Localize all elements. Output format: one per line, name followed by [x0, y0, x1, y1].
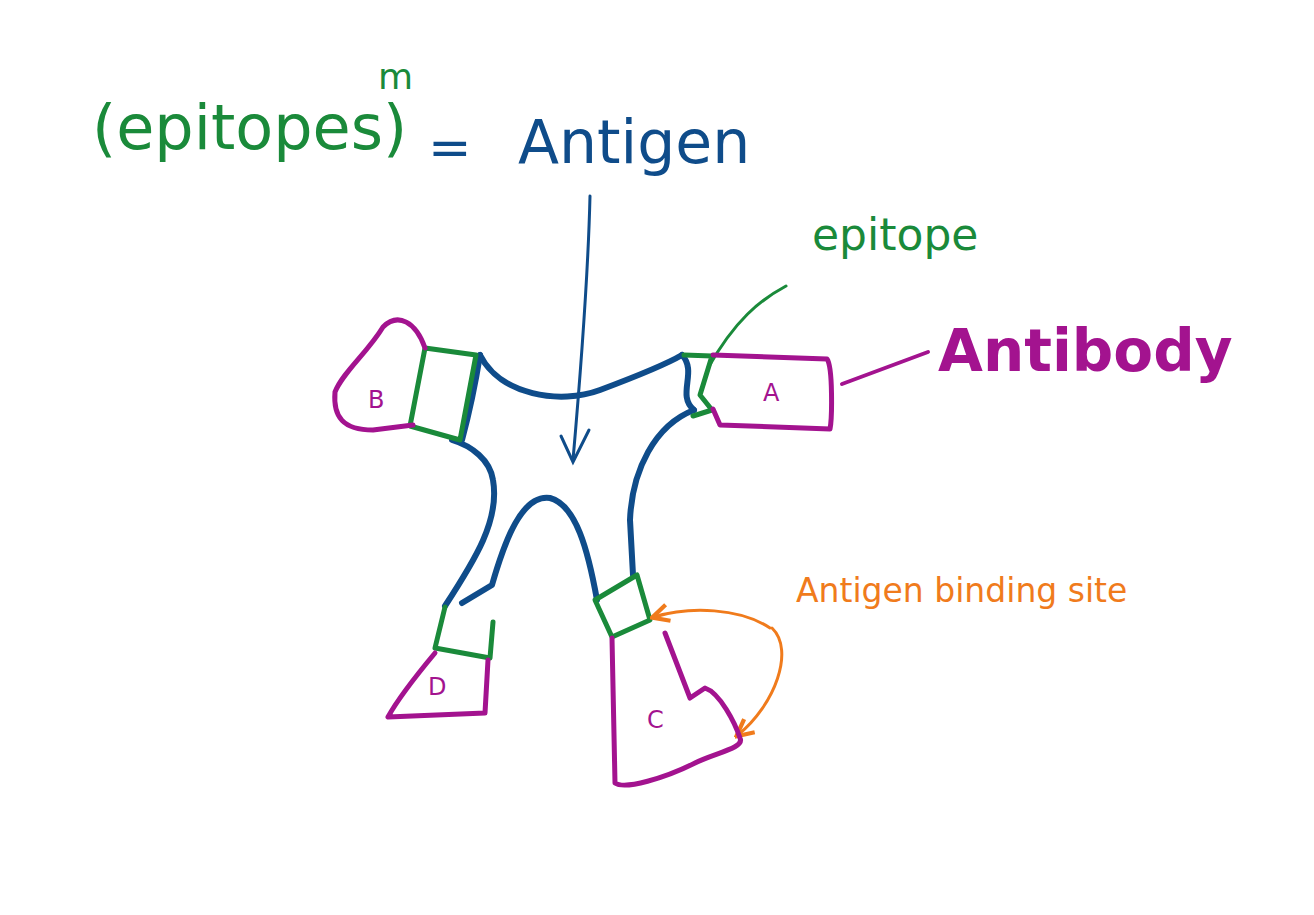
formula-exponent: m	[378, 56, 413, 97]
antibody-outline	[328, 312, 478, 437]
antibody-stroke	[388, 653, 488, 717]
antibody-leader	[842, 352, 928, 384]
antibody-shape: A	[705, 345, 840, 437]
antibody-outline	[605, 628, 753, 798]
antibody-label: Antibody	[938, 318, 1232, 385]
antigen-label: Antigen	[518, 108, 750, 177]
antibody-shape: B	[328, 312, 478, 437]
formula-equals: =	[428, 118, 472, 178]
antibody-letter: A	[763, 381, 779, 405]
antigen-body	[445, 355, 694, 606]
antibody-stroke	[713, 355, 832, 429]
epitope-label: epitope	[812, 210, 978, 261]
antibody-stroke	[612, 633, 741, 785]
antibody-letter: B	[368, 388, 384, 412]
antibody-stroke	[335, 320, 425, 430]
epitope-band	[410, 348, 712, 658]
antibody-shape: D	[380, 645, 498, 725]
binding-site-label: Antigen binding site	[796, 572, 1127, 610]
antibody-letter: C	[647, 708, 664, 732]
antibody-letter: D	[428, 675, 446, 699]
binding-site-leader	[654, 610, 782, 735]
formula-text: (epitopes)	[92, 92, 407, 163]
antibody-shape: C	[605, 628, 753, 798]
antigen-leader	[561, 196, 590, 462]
